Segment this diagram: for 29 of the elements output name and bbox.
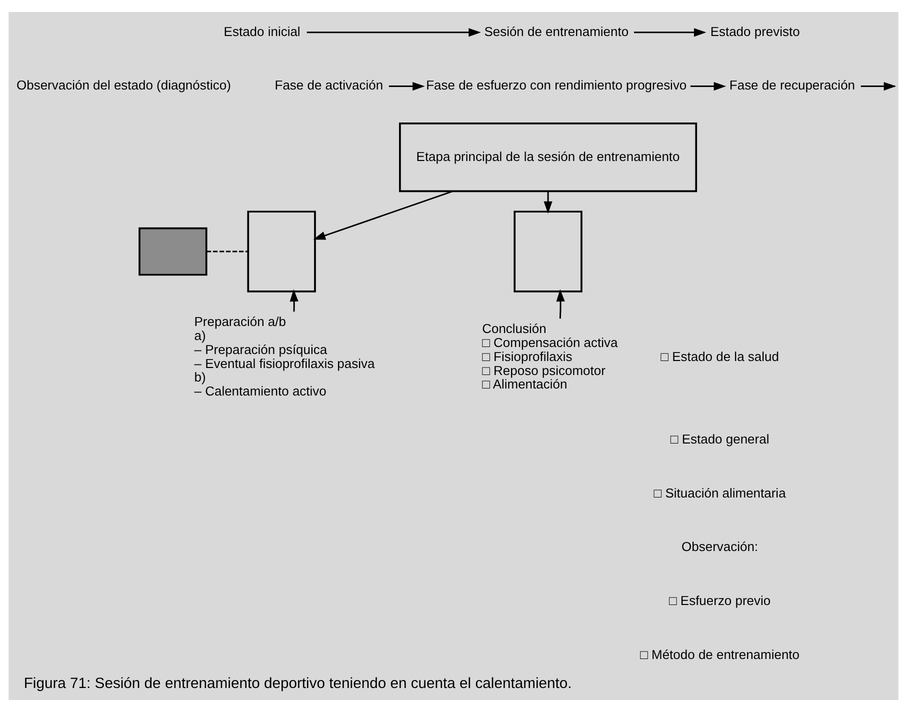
node-text: Fase de activación (274, 77, 384, 92)
arrow (634, 28, 706, 36)
arrow (544, 190, 552, 214)
node-text: Preparación a/b a) – Preparación psíquica – Eventual fisioprofilaxis pasiva b) – Calentamiento activo (194, 314, 375, 398)
node-text: Observación del estado (diagnóstico) (16, 77, 231, 92)
arrow (690, 81, 726, 90)
node-text: Estado previsto (710, 23, 800, 38)
arrow (290, 288, 298, 312)
label: □ Situación alimentaria (654, 484, 786, 500)
label: □ Estado general (670, 430, 770, 446)
node-text: Sesión de entrenamiento (484, 23, 629, 38)
caption: Figura 71: Sesión de entrenamiento deportivo teniendo en cuenta el calentamiento. (24, 675, 572, 692)
node-box (247, 210, 316, 292)
node-text: Fase de esfuerzo con rendimiento progresivo (426, 77, 687, 92)
connector (206, 250, 248, 252)
node-box: Etapa principal de la sesión de entrenamiento (399, 122, 698, 192)
node-text: Estado inicial (224, 23, 300, 38)
node-text: Conclusión □ Compensación activa □ Fisioprofilaxis □ Reposo psicomotor □ Alimentación (482, 320, 618, 392)
node-text: Fase de recuperación (729, 77, 856, 92)
label: □ Estado de la salud (660, 348, 779, 364)
label: Observación: (682, 538, 758, 554)
label: □ Esfuerzo previo (668, 592, 771, 608)
node-box (514, 210, 582, 292)
arrow (313, 190, 454, 240)
arrow (306, 28, 481, 36)
arrow (388, 81, 425, 90)
node-box (138, 226, 208, 276)
label: □ Método de entrenamiento (640, 646, 800, 662)
arrow (556, 288, 565, 318)
